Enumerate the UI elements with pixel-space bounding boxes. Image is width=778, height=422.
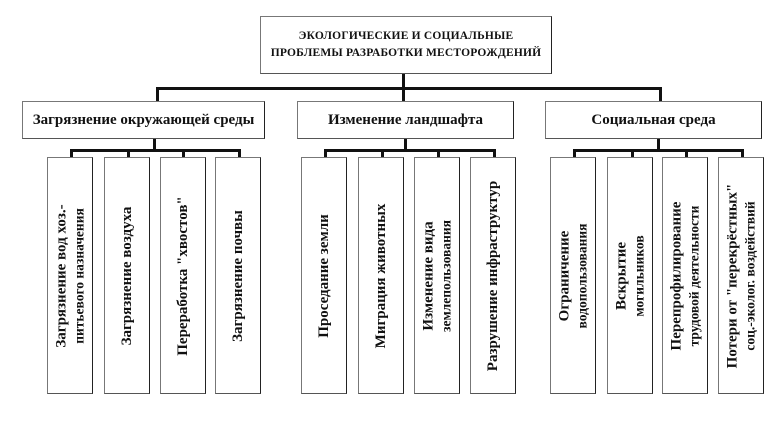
- connector-leaf: [685, 149, 688, 157]
- leaf-cross-impact-losses: Потери от "перекрёстных" соц.-эколог. во…: [718, 157, 764, 394]
- leaf-line2: трудовой деятельности: [686, 205, 702, 346]
- leaf-line2: могильников: [631, 234, 647, 317]
- connector-cat3-down: [657, 139, 660, 151]
- leaf-animal-migration: Миграция животных: [358, 157, 404, 394]
- leaf-land-subsidence: Проседание земли: [301, 157, 347, 394]
- leaf-line1: Перепрофилирование: [668, 201, 685, 350]
- connector-cat2-down: [404, 139, 407, 151]
- connector-leaf: [573, 149, 576, 157]
- leaf-labor-reprofiling: Перепрофилирование трудовой деятельности: [662, 157, 708, 394]
- leaf-line1: Загрязнение почвы: [230, 209, 246, 342]
- connector-cat3-up: [659, 87, 662, 101]
- connector-leaf: [493, 149, 496, 157]
- connector-cat1-up: [156, 87, 159, 101]
- connector-root-bar: [156, 87, 662, 90]
- root-node: ЭКОЛОГИЧЕСКИЕ И СОЦИАЛЬНЫЕ ПРОБЛЕМЫ РАЗР…: [260, 16, 552, 74]
- category-social-environment: Социальная среда: [545, 101, 762, 139]
- connector-cat2-up: [402, 87, 405, 101]
- connector-leaf: [238, 149, 241, 157]
- root-title-line2: ПРОБЛЕМЫ РАЗРАБОТКИ МЕСТОРОЖДЕНИЙ: [270, 47, 542, 59]
- connector-leaf: [381, 149, 384, 157]
- leaf-line1: Переработка "хвостов": [175, 195, 191, 356]
- leaf-line2: питьевого назначения: [71, 207, 87, 344]
- leaf-burial-opening: Вскрытие могильников: [607, 157, 653, 394]
- category-environment-pollution: Загрязнение окружающей среды: [22, 101, 265, 139]
- leaf-line1: Загрязнение вод хоз.-: [53, 203, 70, 348]
- leaf-line2: землепользования: [438, 219, 454, 332]
- leaf-infrastructure-destruction: Разрушение инфраструктур: [470, 157, 516, 394]
- connector-leaf: [324, 149, 327, 157]
- connector-leaf: [127, 149, 130, 157]
- leaf-line1: Разрушение инфраструктур: [485, 180, 501, 371]
- connector-cat2-bar: [324, 149, 496, 152]
- root-title-line1: ЭКОЛОГИЧЕСКИЕ И СОЦИАЛЬНЫЕ: [298, 30, 514, 42]
- leaf-water-pollution: Загрязнение вод хоз.- питьевого назначен…: [47, 157, 93, 394]
- leaf-line2: соц.-эколог. воздействий: [742, 200, 758, 351]
- category-label: Социальная среда: [591, 111, 716, 128]
- leaf-land-use-change: Изменение вида землепользования: [414, 157, 460, 394]
- connector-leaf: [741, 149, 744, 157]
- leaf-line1: Ограничение: [556, 230, 573, 321]
- connector-leaf: [631, 149, 634, 157]
- connector-cat1-bar: [70, 149, 241, 152]
- leaf-line1: Вскрытие: [613, 241, 630, 310]
- connector-cat3-bar: [573, 149, 744, 152]
- leaf-soil-pollution: Загрязнение почвы: [215, 157, 261, 394]
- leaf-line1: Потери от "перекрёстных": [724, 183, 741, 368]
- leaf-line1: Изменение вида: [420, 220, 437, 331]
- connector-cat1-down: [153, 139, 156, 151]
- leaf-line1: Загрязнение воздуха: [119, 206, 135, 345]
- category-label: Загрязнение окружающей среды: [32, 111, 255, 128]
- leaf-line1: Миграция животных: [373, 203, 389, 348]
- leaf-water-use-restriction: Ограничение водопользования: [550, 157, 596, 394]
- leaf-line1: Проседание земли: [316, 213, 332, 338]
- connector-root-down: [402, 74, 405, 89]
- category-label: Изменение ландшафта: [327, 111, 484, 128]
- category-landscape-change: Изменение ландшафта: [297, 101, 514, 139]
- connector-leaf: [182, 149, 185, 157]
- leaf-line2: водопользования: [574, 223, 590, 328]
- connector-leaf: [437, 149, 440, 157]
- connector-leaf: [70, 149, 73, 157]
- leaf-tailings-processing: Переработка "хвостов": [160, 157, 206, 394]
- leaf-air-pollution: Загрязнение воздуха: [104, 157, 150, 394]
